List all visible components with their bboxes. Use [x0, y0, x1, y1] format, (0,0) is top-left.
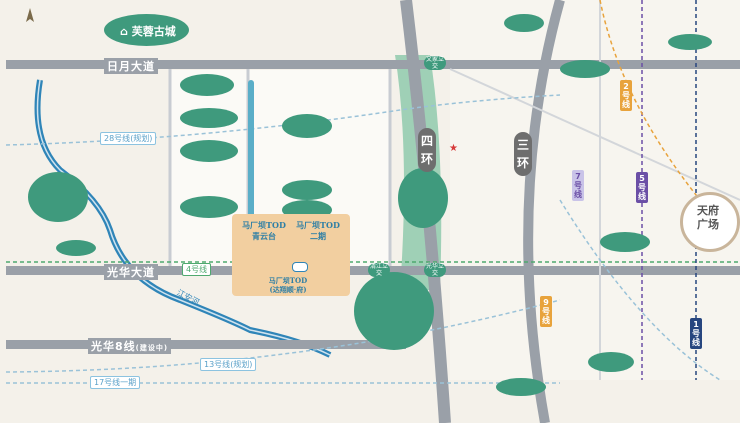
metro-box-7: 7号线	[572, 170, 584, 201]
project-name-2: 马厂坝TOD	[296, 220, 340, 230]
landmark-furong: ⌂ 芙蓉古城	[120, 25, 176, 38]
project-sub-3: (达翔顺·府)	[269, 285, 307, 294]
metro-line-13	[5, 299, 561, 373]
project-sub-1: 青云台	[252, 231, 276, 241]
secondary-road	[449, 68, 740, 201]
park-ring4	[398, 168, 448, 228]
park	[180, 74, 234, 96]
ring3-label: 三环	[514, 132, 532, 176]
road-label-riyue: 日月大道	[104, 58, 158, 74]
tianfu-square-badge[interactable]	[680, 192, 740, 252]
project-logo-1[interactable]: 马厂坝TOD 青云台	[238, 220, 290, 242]
metro-box-5: 5号线	[636, 172, 648, 203]
park	[504, 14, 544, 32]
park	[282, 114, 332, 138]
riyue-road	[6, 60, 740, 69]
park	[588, 352, 634, 372]
park	[496, 378, 546, 396]
guanghua8-road	[6, 340, 406, 349]
park	[282, 180, 332, 200]
star-icon: ★	[449, 143, 458, 154]
metro-box-9: 9号线	[540, 296, 552, 327]
ring3-road	[523, 0, 565, 423]
metro-line-9	[559, 199, 721, 381]
metro-box-1: 1号线	[690, 318, 702, 349]
metro-line-2	[599, 0, 701, 201]
park	[668, 34, 712, 50]
metro-tag-4: 4号线	[182, 263, 212, 276]
road-label-guanghua: 光华大道	[104, 264, 158, 280]
project-name-1: 马厂坝TOD	[242, 220, 286, 230]
park	[180, 196, 238, 218]
metro-box-2: 2号线	[620, 80, 632, 111]
park-south	[354, 272, 434, 350]
project-sub-2: 二期	[310, 231, 326, 241]
park-small	[56, 240, 96, 256]
furong-icon: ⌂	[120, 25, 128, 38]
interchange-tag: 光华立交	[424, 263, 446, 277]
canal	[248, 80, 254, 230]
park-furong	[104, 14, 189, 46]
park	[180, 140, 238, 162]
interchange-tag: 清江立交	[368, 263, 390, 277]
park	[180, 108, 238, 128]
project-location-marker[interactable]	[292, 262, 308, 272]
park-west	[28, 172, 88, 222]
ring4-label: 四环	[418, 128, 436, 172]
compass-icon	[24, 8, 36, 24]
park	[560, 60, 610, 78]
metro-tag-28: 28号线(规划)	[100, 132, 157, 145]
project-logo-2[interactable]: 马厂坝TOD 二期	[290, 220, 346, 242]
metro-tag-13: 13号线(规划)	[200, 358, 257, 371]
tianfu-square-label: 天府广场	[697, 204, 719, 231]
interchange-tag: 文家立交	[424, 56, 446, 70]
project-name-3: 马厂坝TOD	[268, 276, 308, 285]
project-logo-3[interactable]: 马厂坝TOD (达翔顺·府)	[256, 276, 320, 294]
park	[600, 232, 650, 252]
metro-tag-17: 17号线一期	[90, 376, 141, 389]
road-label-guanghua8: 光华8线(建设中)	[88, 338, 172, 354]
project-lot[interactable]	[232, 214, 350, 296]
